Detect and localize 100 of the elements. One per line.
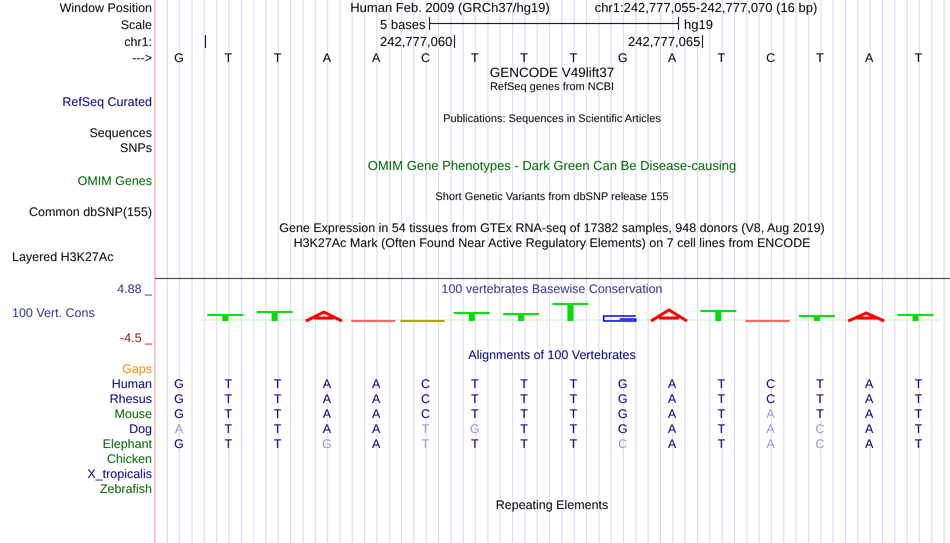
sequence-base: T: [914, 407, 922, 421]
sequence-base: T: [520, 392, 528, 406]
sequence-base: T: [914, 377, 922, 391]
sequence-base: A: [865, 437, 874, 451]
sequence-base: A: [668, 392, 676, 406]
sequence-base: T: [570, 422, 578, 436]
species-label: Rhesus: [110, 392, 152, 406]
sequence-base: A: [668, 437, 676, 451]
sequence-base: T: [914, 437, 922, 451]
sequence-base: T: [717, 437, 726, 451]
track-title: GENCODE V49lift37: [490, 66, 614, 80]
sequence-base: A: [766, 437, 775, 451]
axis-value: 4.88 _: [117, 282, 152, 296]
sequence-base: G: [618, 407, 628, 421]
sequence-base: T: [274, 392, 282, 406]
position-label: chr1:242,777,055-242,777,070 (16 bp): [594, 1, 818, 15]
species-label: Elephant: [102, 437, 152, 451]
sequence-base: A: [865, 407, 874, 421]
species-label: Chicken: [106, 452, 152, 466]
sequence-base: T: [224, 392, 232, 406]
track-title: Publications: Sequences in Scientific Articles: [443, 112, 661, 126]
sequence-base: A: [322, 377, 332, 391]
sequence-base: G: [174, 377, 184, 391]
sequence-base: A: [766, 422, 775, 436]
sequence-base: A: [322, 392, 332, 406]
sequence-base: G: [174, 407, 184, 421]
sequence-base: T: [274, 407, 282, 421]
sequence-base: T: [717, 392, 726, 406]
sequence-base: A: [372, 377, 380, 391]
sequence-base: A: [372, 422, 380, 436]
scale-label: 5 bases: [380, 18, 426, 32]
track-label: RefSeq Curated: [62, 95, 152, 109]
sequence-base: T: [717, 422, 726, 436]
coordinate-label: 242,777,065: [628, 35, 700, 49]
sequence-base: T: [274, 422, 282, 436]
sequence-base: T: [570, 407, 578, 421]
sequence-base: T: [520, 407, 528, 421]
sequence-base: T: [816, 407, 824, 421]
sequence-base: A: [174, 422, 184, 436]
sequence-base: T: [570, 51, 578, 65]
sequence-base: T: [470, 377, 479, 391]
sequence-base: T: [224, 407, 232, 421]
sequence-base: T: [224, 422, 232, 436]
track-label: Scale: [120, 18, 152, 32]
sequence-base: T: [520, 51, 528, 65]
sequence-base: T: [274, 437, 282, 451]
track-title: Gene Expression in 54 tissues from GTEx RNA-seq of 17382 samples, 948 donors (V8, Aug 2019): [279, 221, 825, 235]
track-label: Layered H3K27Ac: [12, 250, 114, 264]
sequence-base: G: [618, 377, 628, 391]
sequence-base: A: [372, 51, 380, 65]
sequence-base: T: [816, 51, 824, 65]
sequence-base: C: [766, 392, 776, 406]
sequence-base: A: [865, 392, 874, 406]
sequence-base: C: [420, 377, 430, 391]
sequence-base: T: [470, 437, 479, 451]
sequence-base: T: [717, 407, 726, 421]
track-title: OMIM Gene Phenotypes - Dark Green Can Be Disease-causing: [368, 159, 736, 173]
sequence-base: C: [766, 51, 776, 65]
sequence-base: A: [865, 51, 874, 65]
sequence-base: G: [174, 51, 184, 65]
track-title: Repeating Elements: [496, 498, 608, 512]
assembly-label: hg19: [684, 18, 713, 32]
axis-value: -4.5 _: [120, 331, 152, 345]
track-label: chr1:: [124, 35, 152, 49]
track-label: 100 Vert. Cons: [12, 306, 95, 320]
sequence-base: C: [618, 437, 628, 451]
sequence-base: T: [470, 392, 479, 406]
sequence-base: T: [274, 51, 282, 65]
sequence-base: T: [914, 392, 922, 406]
sequence-base: A: [372, 437, 380, 451]
sequence-base: A: [322, 407, 332, 421]
sequence-base: T: [570, 392, 578, 406]
sequence-base: C: [815, 437, 824, 451]
sequence-base: T: [520, 377, 528, 391]
sequence-base: T: [914, 51, 922, 65]
sequence-base: G: [618, 51, 628, 65]
track-label: Common dbSNP(155): [29, 205, 152, 219]
track-label: OMIM Genes: [78, 174, 152, 188]
sequence-base: A: [372, 407, 380, 421]
sequence-base: C: [420, 392, 430, 406]
sequence-base: T: [717, 51, 726, 65]
sequence-base: T: [470, 51, 479, 65]
coordinate-label: 242,777,060: [380, 35, 452, 49]
track-title: Alignments of 100 Vertebrates: [468, 348, 636, 362]
sequence-base: T: [717, 377, 726, 391]
sequence-base: T: [520, 422, 528, 436]
track-label: SNPs: [120, 141, 152, 155]
sequence-base: T: [224, 437, 232, 451]
species-label: Mouse: [114, 407, 152, 421]
sequence-base: G: [618, 422, 628, 436]
species-label: Zebrafish: [100, 482, 152, 496]
assembly-label: Human Feb. 2009 (GRCh37/hg19): [350, 1, 550, 15]
track-label: Sequences: [89, 126, 152, 140]
sequence-base: A: [668, 377, 676, 391]
sequence-base: A: [322, 422, 332, 436]
sequence-base: A: [766, 407, 775, 421]
sequence-base: G: [618, 392, 628, 406]
sequence-base: A: [668, 422, 676, 436]
track-title: Short Genetic Variants from dbSNP release 155: [435, 190, 669, 204]
sequence-base: T: [570, 437, 578, 451]
